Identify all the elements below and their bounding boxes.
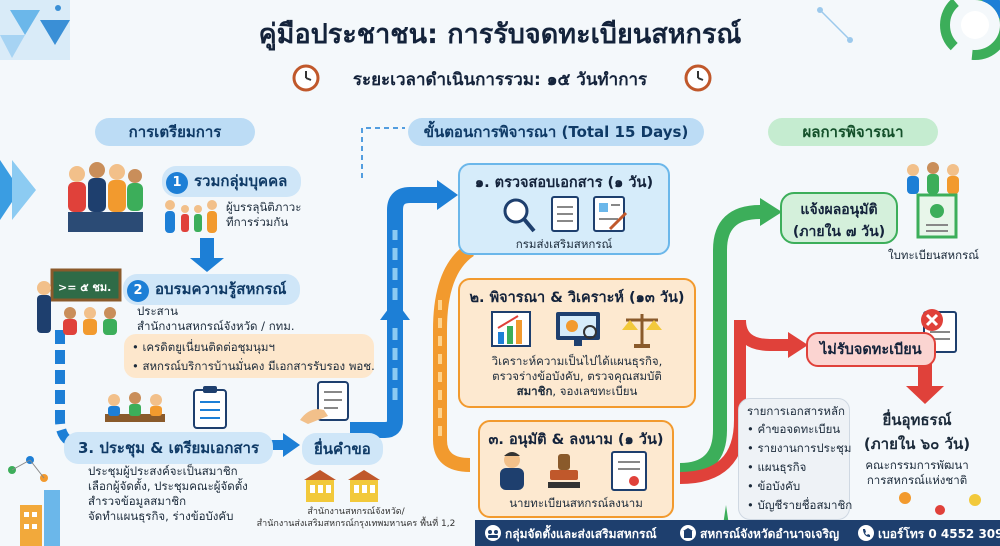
step1-label: 1 รวมกลุ่มบุคคล [162,166,302,197]
submit-document-icon [298,380,354,430]
process-box-1: ๑. ตรวจสอบเอกสาร (๑ วัน) กรมส่งเสริมสหกร… [458,163,670,255]
family-icon [160,198,220,240]
section-process: ขั้นตอนการพิจารณา (Total 15 Days) [408,118,704,146]
document-item: คำขอจดทะเบียน [747,420,841,439]
process-box-1-icons [500,195,630,239]
process-box-3: ๓. อนุมัติ & ลงนาม (๑ วัน) นายทะเบียนสหก… [478,420,674,518]
people-group-icon [62,160,147,239]
prep-note-1: เครดิตยูเนี่ยนติดต่อชุมนุมฯ [132,338,366,357]
section-prep: การเตรียมการ [95,118,255,146]
phone-icon [858,525,874,545]
prep-notes: เครดิตยูเนี่ยนติดต่อชุมนุมฯ สหกรณ์บริการ… [124,334,375,378]
prep-note-2: สหกรณ์บริการบ้านมั่นคง มีเอกสารรับรอง พอ… [132,357,374,376]
step1-desc: ผู้บรรลุนิติภาวะ ทีการร่วมกัน [226,200,302,229]
page-title: คู่มือประชาชน: การรับจดทะเบียนสหกรณ์ [258,19,742,50]
footer-item-1: กลุ่มจัดตั้งและส่งเสริมสหกรณ์ [505,527,657,541]
chevron-left-1 [0,160,20,220]
scales-icon [622,314,662,348]
process-box-3-icons [494,450,664,496]
step2-desc: ประสาน สำนักงานสหกรณ์จังหวัด / กทม. [137,304,295,333]
step2-number: 2 [127,280,149,302]
clock-icon-left [292,64,320,96]
board-text: >= ๕ ชม. [58,281,112,294]
step3-desc: ประชุมผู้ประสงค์จะเป็นสมาชิก เลือกผู้จัด… [88,464,248,523]
appeal-block: ยื่นอุทธรณ์ (ภายใน ๖๐ วัน) คณะกรรมการพัฒ… [842,408,992,488]
document-item: ข้อบังคับ [747,477,841,496]
submit-offices: สำนักงานสหกรณ์จังหวัด/ สำนักงานส่งเสริมส… [256,507,456,529]
step2-label: 2 อบรมความรู้สหกรณ์ [123,274,301,305]
footer: กลุ่มจัดตั้งและส่งเสริมสหกรณ์ สหกรณ์จังห… [475,520,1000,546]
document-item: บัญชีรายชื่อสมาชิก [747,496,852,515]
appeal-desc2: การสหกรณ์แห่งชาติ [866,473,968,487]
group-people-icon [485,525,501,545]
magnifier-icon [503,198,536,233]
city-decoration [8,456,60,546]
appeal-line1: ยื่นอุทธรณ์ [882,411,952,429]
process-box-3-caption: นายทะเบียนสหกรณ์ลงนาม [509,496,643,510]
appeal-desc1: คณะกรรมการพัฒนา [865,458,969,472]
form-sign-icon [593,196,628,232]
step3-label: 3. ประชุม & เตรียมเอกสาร [64,432,274,464]
process-box-2: ๒. พิจารณา & วิเคราะห์ (๑๓ วัน) วิเคราะห… [458,278,696,408]
clock-icon-right [684,64,712,96]
document-item: รายงานการประชุม [747,439,851,458]
training-icon [32,268,122,342]
corner-decoration-left [0,0,70,60]
approve-line2: (ภายใน ๗ วัน) [792,224,886,240]
documents-title: รายการเอกสารหลัก [747,404,846,418]
step1-number: 1 [166,172,188,194]
process-box-1-title: ๑. ตรวจสอบเอกสาร (๑ วัน) [474,175,654,191]
footer-item-3: เบอร์โทร 0 4552 3099 [878,527,1000,541]
office-building-icon [302,468,384,508]
step1-text: รวมกลุ่มบุคคล [194,172,288,190]
approve-box: แจ้งผลอนุมัติ (ภายใน ๗ วัน) [780,192,898,244]
happy-people-icon [903,160,963,198]
footer-bar [475,520,1000,546]
process-box-1-caption: กรมส่งเสริมสหกรณ์ [515,237,613,251]
meeting-icon [100,390,170,434]
process-box-2-icons [490,310,670,354]
submit-label: ยื่นคำขอ [302,433,383,465]
checklist-icon [192,386,228,434]
appeal-line2: (ภายใน ๖๐ วัน) [863,435,971,453]
registrar-person-icon [500,452,524,490]
certificate-label: ใบทะเบียนสหกรณ์ [888,248,979,262]
certificate-frame-icon [916,193,958,243]
step2-text: อบรมความรู้สหกรณ์ [155,280,287,298]
bar-chart-icon [491,311,531,347]
approve-line1: แจ้งผลอนุมัติ [800,202,878,218]
reject-box: ไม่รับจดทะเบียน [806,332,936,367]
footer-item-2: สหกรณ์จังหวัดอำนาจเจริญ [700,527,840,541]
section-result: ผลการพิจารณา [768,118,938,146]
document-icon [551,196,579,232]
corner-decoration-right [817,0,1000,60]
building-icon [680,525,696,545]
page-subtitle: ระยะเวลาดำเนินการรวม: ๑๕ วันทำการ [352,70,648,90]
process-box-3-title: ๓. อนุมัติ & ลงนาม (๑ วัน) [488,432,664,448]
process-box-2-title: ๒. พิจารณา & วิเคราะห์ (๑๓ วัน) [469,290,685,306]
process-box-2-desc: วิเคราะห์ความเป็นไปได้แผนธุรกิจ, ตรวจร่า… [491,354,663,398]
chevron-left-2 [12,160,36,220]
documents-box: รายการเอกสารหลัก คำขอจดทะเบียน รายงานการ… [738,398,852,520]
document-item: แผนธุรกิจ [747,458,841,477]
stamp-icon [548,454,580,488]
certificate-icon [611,451,647,491]
monitor-analysis-icon [556,312,600,346]
